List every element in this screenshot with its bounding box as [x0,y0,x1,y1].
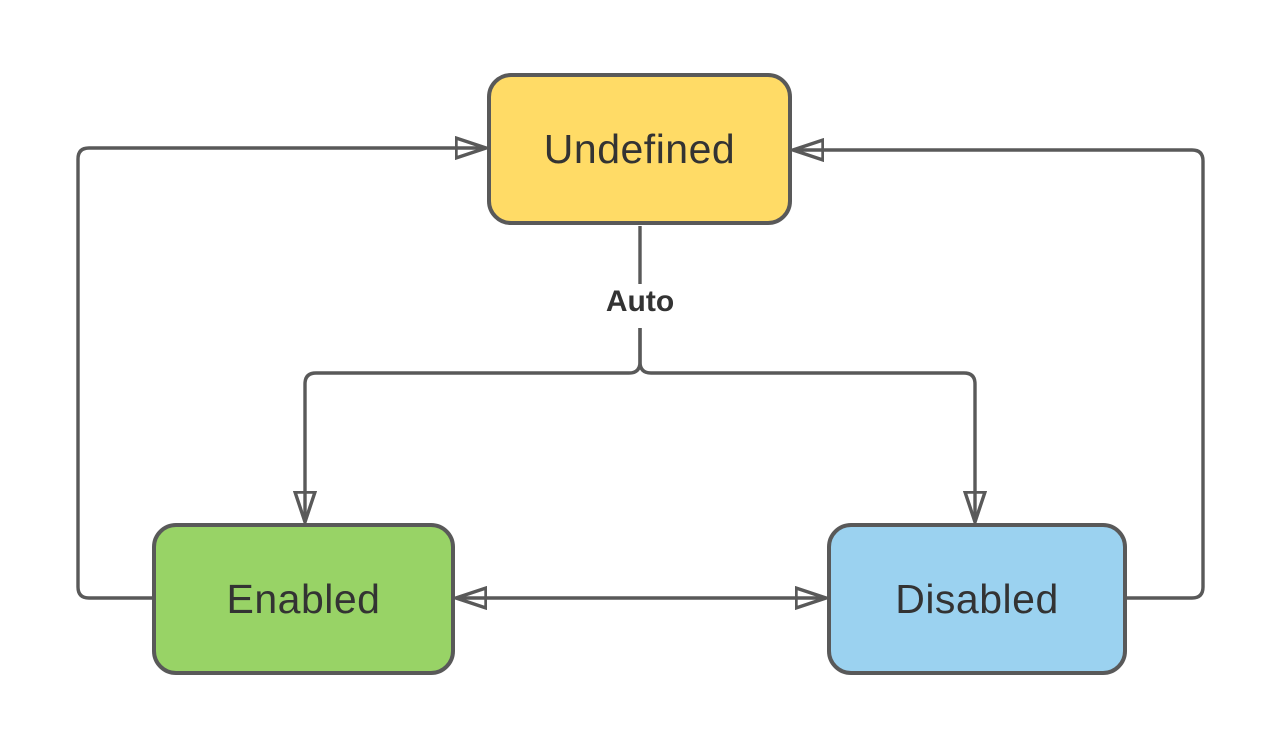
edge-enabled-to-undefined [76,148,485,600]
node-enabled-label: Enabled [226,575,381,622]
node-disabled-label: Disabled [895,575,1059,622]
edge-label-auto: Auto [605,285,675,318]
edge-undefined-to-enabled [305,328,642,521]
node-undefined-label: Undefined [543,125,736,172]
edge-undefined-to-disabled [638,328,975,521]
node-enabled: Enabled [152,523,455,675]
edge-disabled-to-undefined [794,150,1205,600]
node-undefined: Undefined [487,73,792,225]
node-disabled: Disabled [827,523,1127,675]
